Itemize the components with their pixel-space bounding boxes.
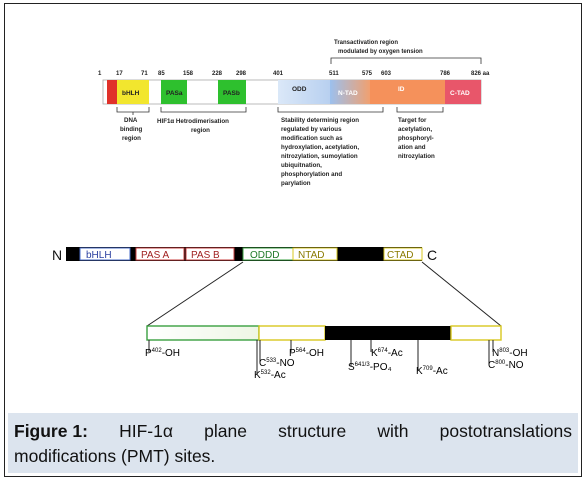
ntad-label: N-TAD (338, 90, 358, 97)
pos-826: 826 aa (471, 71, 490, 77)
ctad-label: C-TAD (450, 90, 470, 97)
caption-line-2: modifications (PMT) sites. (14, 446, 216, 466)
caption-figure-label: Figure 1: (14, 421, 88, 441)
ctad-segment (445, 80, 481, 104)
stability-line-3: modification such as (281, 135, 343, 142)
oddd-box-label: ODDD (250, 250, 279, 261)
pas-a-box (135, 247, 185, 261)
n-terminal-red-segment (107, 80, 117, 104)
stability-line-6: ubiquitnation, (281, 162, 322, 169)
pos-786: 786 (440, 71, 451, 77)
stability-bracket (277, 107, 384, 113)
ntad-segment (330, 80, 370, 104)
site-s641: S641/3-PO₄ (348, 362, 392, 373)
caption-line-1: Figure 1: HIF-1α plane structure with po… (14, 421, 572, 442)
pas-b-box (185, 247, 235, 261)
stability-line-8: parylation (281, 180, 311, 187)
site-k709: K709-Ac (416, 366, 448, 377)
site-k532: K532-Ac (254, 370, 286, 381)
dna-binding-bracket (116, 107, 150, 115)
transactivation-label-2: modulated by oxygen tension (338, 49, 423, 55)
pasb-label: PASb (223, 90, 240, 97)
pos-85: 85 (158, 71, 165, 77)
site-c800: C800-NO (488, 360, 524, 371)
dna-binding-label-2: binding (120, 126, 143, 133)
n-terminal-label: N (52, 247, 62, 263)
caption-word-4: with (377, 421, 409, 441)
site-k674: K674-Ac (371, 348, 403, 359)
bottom-site-diagram: P402-OH C533-NO K532-Ac P564-OH S641/3-P… (145, 325, 528, 381)
pos-298: 298 (236, 71, 247, 77)
dna-binding-label-1: DNA (124, 117, 138, 124)
heterodim-label-1: HIF1α Hetrodimerisation (157, 118, 229, 125)
caption-word-2: plane (204, 421, 247, 441)
target-line-5: nitrozylation (398, 153, 435, 160)
figure-caption: Figure 1: HIF-1α plane structure with po… (8, 413, 578, 473)
transactivation-label-1: Transactivation region (334, 40, 398, 46)
ntad-box (292, 247, 338, 261)
bhlh-box-label: bHLH (86, 250, 112, 261)
middle-domain-diagram: N C bHLH PAS A PAS B ODDD NTAD CTAD (52, 247, 437, 263)
id-segment (370, 80, 445, 104)
inhibitory-expanded (325, 326, 451, 340)
target-line-4: ation and (398, 144, 426, 151)
pos-1: 1 (98, 71, 102, 77)
bhlh-box (79, 247, 131, 261)
caption-word-5: postotranslations (439, 421, 572, 441)
ctad-expanded (450, 325, 502, 341)
site-p402: P402-OH (145, 348, 180, 359)
pasa-segment (161, 80, 187, 104)
stability-line-2: regulated by various (281, 126, 342, 133)
pos-71: 71 (141, 71, 148, 77)
figure-frame (4, 3, 582, 477)
pas-b-box-label: PAS B (191, 250, 220, 261)
hif1a-diagram: Transactivation region modulated by oxyg… (52, 40, 528, 381)
stability-line-4: hydroxylation, acetylation, (281, 144, 359, 151)
stability-line-1: Stability determinig region (281, 117, 359, 124)
target-line-1: Target for (398, 117, 427, 124)
pos-158: 158 (183, 71, 194, 77)
top-domain-diagram: Transactivation region modulated by oxyg… (98, 40, 490, 187)
pos-228: 228 (212, 71, 223, 77)
site-c533: C533-NO (259, 358, 295, 369)
caption-word-1: HIF-1α (119, 421, 173, 441)
ctad-box-label: CTAD (387, 250, 413, 261)
caption-word-3: structure (278, 421, 347, 441)
target-bracket (396, 107, 444, 113)
stability-line-5: nitrozylation, sumoylation (281, 153, 358, 160)
target-line-3: phosphoryl- (398, 135, 434, 142)
pas-a-box-label: PAS A (141, 250, 169, 261)
pasb-segment (218, 80, 246, 104)
stability-label: Stability determinig region regulated by… (281, 117, 359, 187)
zoom-line-left (146, 261, 244, 327)
pos-401: 401 (273, 71, 284, 77)
heterodim-bracket (160, 107, 247, 113)
site-n803: N803-OH (492, 348, 528, 359)
oddd-expanded (146, 325, 260, 341)
transactivation-bracket (330, 57, 482, 64)
pasa-label: PASa (166, 90, 183, 97)
id-label: ID (398, 86, 405, 93)
pos-17: 17 (116, 71, 123, 77)
ntad-box-label: NTAD (298, 250, 324, 261)
dna-binding-label-3: region (122, 135, 141, 142)
ntad-expanded (258, 325, 326, 341)
pos-603: 603 (381, 71, 392, 77)
odd-label: ODD (292, 86, 307, 93)
pos-511: 511 (329, 71, 339, 77)
pos-575: 575 (362, 71, 373, 77)
heterodim-label-2: region (191, 127, 210, 134)
odd-segment (278, 80, 330, 104)
target-line-2: acetylation, (398, 126, 432, 133)
bhlh-label: bHLH (122, 90, 140, 97)
stability-line-7: phosphorylation and (281, 171, 342, 178)
ctad-box (383, 247, 423, 261)
c-terminal-label: C (427, 247, 437, 263)
site-p564: P564-OH (289, 348, 324, 359)
target-label: Target for acetylation, phosphoryl- atio… (398, 117, 435, 160)
bhlh-segment (117, 80, 149, 104)
zoom-line-right (421, 261, 502, 327)
